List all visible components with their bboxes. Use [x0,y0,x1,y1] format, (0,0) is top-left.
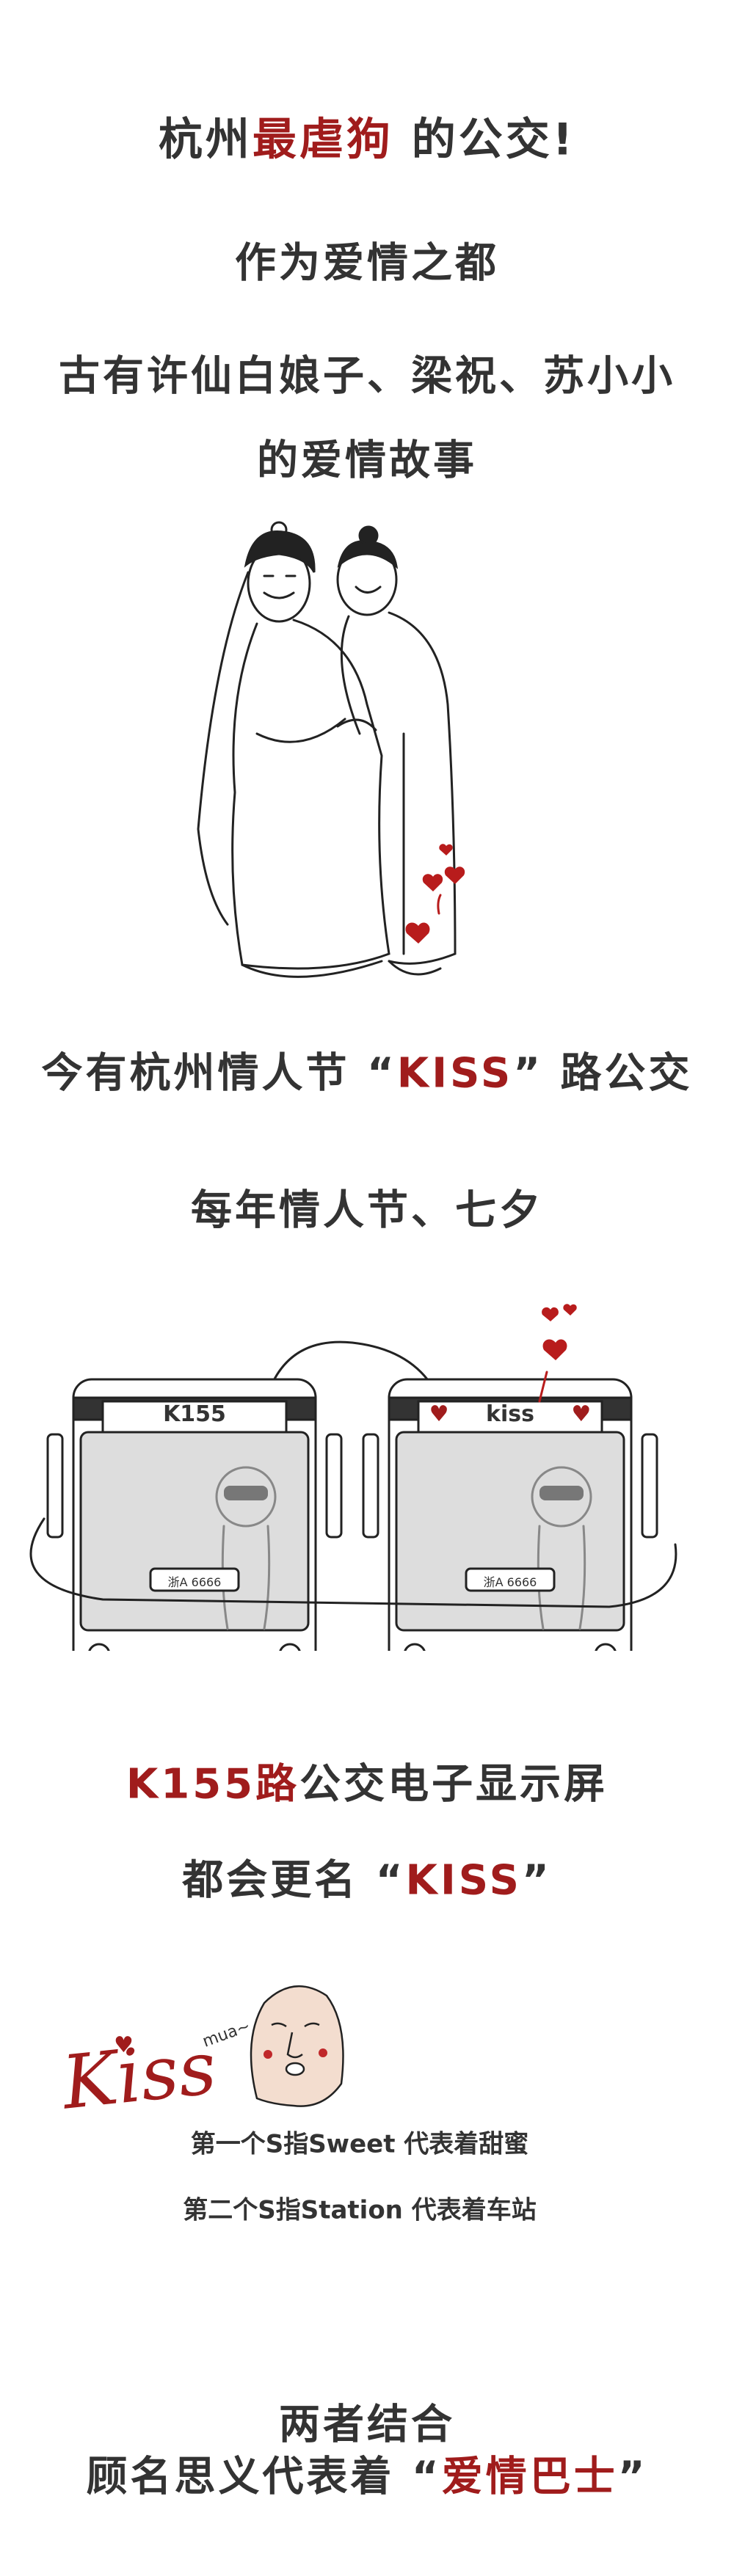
conclusion-end: ” [617,2453,648,2501]
page-title: 杭州最虐狗 的公交! [0,104,734,168]
heart-icon [542,1304,577,1360]
meaning-station: 第二个S指Station 代表着车站 [183,2195,537,2225]
bus-sign-after-text: kiss [486,1401,534,1427]
conclusion-line-2: 顾名思义代表着 “爱情巴士” [0,2444,734,2503]
kiss-line-highlight: KISS [396,1049,514,1098]
bus-sign-before: K155 [163,1401,226,1427]
every-year-line: 每年情人节、七夕 [191,1186,543,1235]
title-text-end: 的公交! [393,114,576,166]
screen-line-text: 公交电子显示屏 [299,1760,608,1809]
conclusion-line-1: 两者结合 [279,2401,455,2449]
intro-line-1: 作为爱情之都 [235,239,499,288]
kiss-bus-line: 今有杭州情人节 “KISS” 路公交 [0,1040,734,1100]
rename-line: 都会更名 “KISS” [0,1847,734,1907]
screen-line: K155路公交电子显示屏 [0,1751,734,1811]
license-plate: 浙A 6666 [483,1575,537,1589]
kiss-line-text-end: ” 路公交 [513,1049,693,1098]
meaning-sweet: 第一个S指Sweet 代表着甜蜜 [190,2129,529,2159]
arrow-icon [261,1340,442,1414]
heart-icon: ♥ [429,1401,449,1427]
intro-line-2: 古有许仙白娘子、梁祝、苏小小 [59,352,675,401]
bus-after [362,1378,658,1651]
conclusion-text: 顾名思义代表着 “ [86,2453,442,2501]
heart-icon: ♥ [114,2032,134,2058]
heart-icon: ♥ [571,1401,592,1427]
kiss-line-text: 今有杭州情人节 “ [41,1049,397,1098]
kissing-face-icon [250,1985,344,2107]
title-text: 杭州 [158,114,252,166]
screen-line-highlight: K155路 [126,1760,300,1809]
kiss-lettering: Kiss [58,2024,220,2126]
license-plate: 浙A 6666 [167,1575,222,1589]
conclusion-highlight: 爱情巴士 [441,2453,618,2501]
rename-line-end: ” [521,1856,552,1905]
bus-before [46,1378,343,1651]
title-highlight: 最虐狗 [252,114,393,166]
rename-line-highlight: KISS [405,1856,522,1905]
intro-line-3: 的爱情故事 [257,437,477,485]
couple-illustration [197,521,465,978]
bus-illustration [29,1304,677,1651]
bus-sign-after: ♥ kiss ♥ [418,1401,602,1427]
rename-line-text: 都会更名 “ [182,1856,406,1905]
